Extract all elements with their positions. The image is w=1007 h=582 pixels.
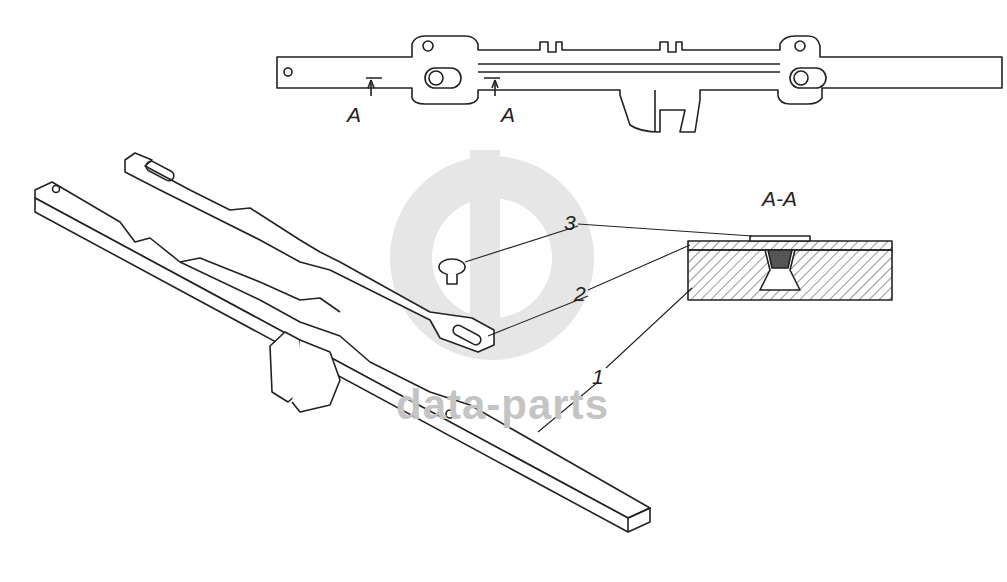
section-letter: A xyxy=(347,104,361,125)
rivet-shank xyxy=(447,274,457,284)
top-view-bar xyxy=(277,36,1002,132)
slot xyxy=(790,68,826,88)
rivet-head xyxy=(429,71,443,85)
rivet xyxy=(439,259,465,275)
slot xyxy=(144,160,175,183)
hook xyxy=(795,41,805,51)
plate xyxy=(125,153,494,352)
bracket xyxy=(292,340,340,412)
section-arrow xyxy=(368,80,374,88)
section-mark xyxy=(366,78,382,96)
rivet-head xyxy=(794,71,808,85)
section-arrow xyxy=(492,80,498,88)
bracket-slot xyxy=(654,90,656,132)
slot xyxy=(425,68,461,88)
bar-end xyxy=(628,508,650,532)
hole xyxy=(53,186,60,193)
section-rivet-head xyxy=(750,236,810,241)
section-mark xyxy=(484,78,500,96)
section-title: A-A xyxy=(762,188,797,209)
callout-number: 2 xyxy=(574,283,586,304)
base-bar-side xyxy=(35,198,628,532)
plate-edge xyxy=(478,64,780,72)
section-letter: A xyxy=(501,104,515,125)
watermark-text: data-parts xyxy=(396,384,609,426)
hole xyxy=(284,68,292,76)
section-plate xyxy=(688,241,892,250)
base-bar xyxy=(35,182,650,518)
section-rivet-hole xyxy=(760,250,800,290)
section-bar xyxy=(688,250,892,300)
slot xyxy=(451,324,482,347)
hook xyxy=(423,41,433,51)
section-rivet xyxy=(768,250,792,268)
callout-number: 3 xyxy=(564,212,576,233)
